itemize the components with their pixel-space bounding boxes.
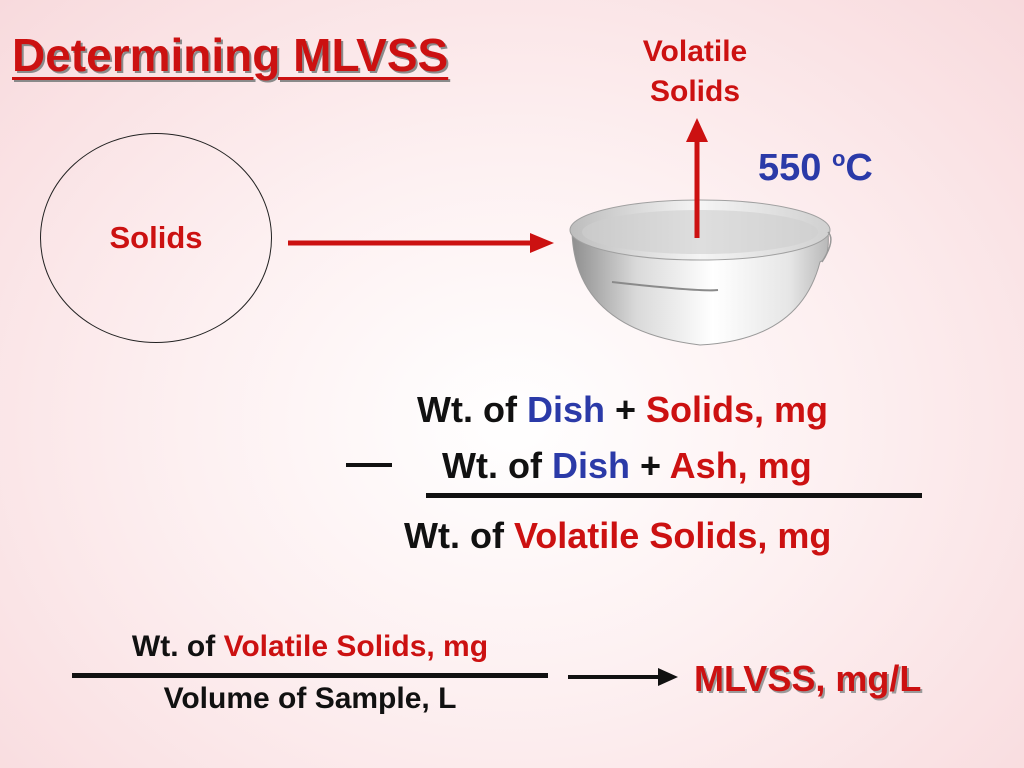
volatile-label-line2: Solids — [649, 75, 740, 108]
temperature-label: 550 oC — [758, 146, 873, 190]
equation-line-dish-ash: Wt. of Dish + Ash, mg — [442, 445, 812, 487]
volatile-solids-label: Volatile Solids — [600, 32, 790, 112]
subtraction-bar — [426, 493, 922, 498]
eq2-item: Ash, mg — [669, 445, 812, 486]
result-arrow — [568, 668, 678, 686]
minus-sign — [346, 463, 392, 467]
solids-circle: Solids — [40, 133, 272, 343]
temperature-value: 550 — [758, 147, 832, 189]
temperature-unit: C — [845, 147, 873, 189]
eq3-prefix: Wt. of — [404, 515, 514, 556]
eq1-item: Solids, mg — [646, 389, 829, 430]
eq2-dish: Dish — [551, 445, 630, 486]
evaporating-dish-icon — [569, 199, 832, 346]
equation-result-line: Wt. of Volatile Solids, mg — [404, 515, 831, 557]
solids-to-dish-arrow — [288, 233, 554, 253]
frac-num-prefix: Wt. of — [131, 630, 224, 663]
eq2-prefix: Wt. of — [442, 445, 552, 486]
volatilization-arrow — [686, 118, 708, 238]
temperature-degree: o — [831, 146, 846, 171]
frac-num-item: Volatile Solids, mg — [223, 630, 489, 663]
fraction-denominator: Volume of Sample, L — [163, 682, 457, 715]
eq1-plus: + — [604, 389, 646, 430]
volatile-label-line1: Volatile — [642, 35, 748, 68]
eq2-plus: + — [629, 445, 670, 486]
eq3-item: Volatile Solids, mg — [513, 515, 832, 556]
eq1-dish: Dish — [526, 389, 605, 430]
page-title: Determining MLVSS — [12, 29, 449, 81]
eq1-prefix: Wt. of — [417, 389, 527, 430]
solids-circle-label: Solids — [109, 220, 203, 255]
fraction-bar — [72, 673, 548, 678]
mlvss-result-label: MLVSS, mg/L — [694, 658, 922, 699]
equation-line-dish-solids: Wt. of Dish + Solids, mg — [417, 389, 828, 431]
fraction-numerator: Wt. of Volatile Solids, mg — [72, 630, 548, 664]
